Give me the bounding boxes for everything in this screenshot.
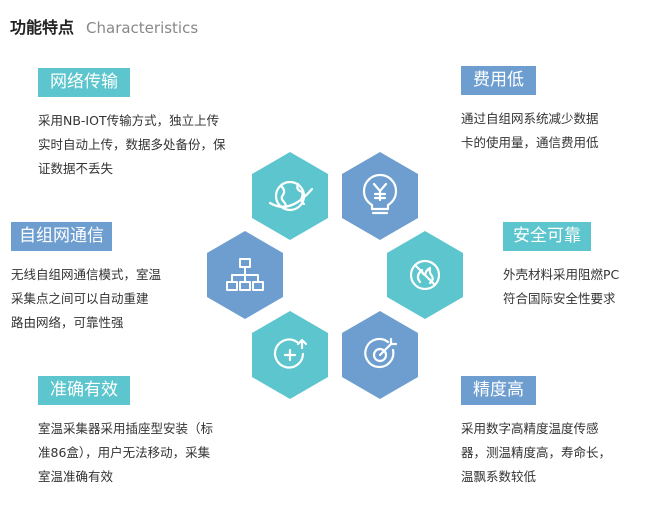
feature-description: 无线自组网通信模式，室温 采集点之间可以自动重建 路由网络，可靠性强	[11, 267, 162, 330]
feature-safety: 安全可靠 外壳材料采用阻燃PC 符合国际安全性要求	[503, 222, 653, 311]
feature-description: 通过自组网系统减少数据 卡的使用量，通信费用低	[461, 111, 599, 150]
feature-description: 采用NB-IOT传输方式，独立上传 实时自动上传，数据多处备份，保 证数据不丢失	[38, 113, 226, 176]
no-fire-icon	[409, 259, 441, 291]
yuan-bulb-icon	[362, 173, 398, 215]
add-check-icon	[273, 338, 308, 369]
page-header: 功能特点 Characteristics	[10, 14, 198, 38]
feature-title: 准确有效	[38, 376, 130, 405]
network-icon	[226, 258, 264, 291]
hex-accuracy	[252, 311, 328, 399]
target-icon	[364, 337, 398, 369]
feature-accuracy: 准确有效 室温采集器采用插座型安装（标 准86盒），用户无法移动，采集 室温准确…	[38, 376, 248, 489]
feature-high-precision: 精度高 采用数字高精度温度传感 器，测温精度高，寿命长， 温飘系数较低	[461, 376, 651, 489]
hex-high-precision	[342, 311, 418, 399]
feature-title: 精度高	[461, 376, 536, 405]
globe-icon	[268, 180, 314, 212]
feature-network-transmission: 网络传输 采用NB-IOT传输方式，独立上传 实时自动上传，数据多处备份，保 证…	[38, 68, 248, 181]
hex-self-networking	[207, 231, 283, 319]
feature-self-networking: 自组网通信 无线自组网通信模式，室温 采集点之间可以自动重建 路由网络，可靠性强	[11, 222, 201, 335]
hex-network-transmission	[252, 152, 328, 240]
feature-description: 室温采集器采用插座型安装（标 准86盒），用户无法移动，采集 室温准确有效	[38, 421, 214, 484]
page-title: 功能特点	[10, 18, 75, 37]
feature-title: 自组网通信	[11, 222, 112, 251]
hex-safety	[387, 231, 463, 319]
feature-title: 网络传输	[38, 68, 130, 97]
feature-description: 采用数字高精度温度传感 器，测温精度高，寿命长， 温飘系数较低	[461, 421, 612, 484]
feature-description: 外壳材料采用阻燃PC 符合国际安全性要求	[503, 267, 620, 306]
feature-title: 安全可靠	[503, 222, 591, 251]
hex-low-cost	[342, 152, 418, 240]
feature-low-cost: 费用低 通过自组网系统减少数据 卡的使用量，通信费用低	[461, 66, 651, 155]
page-subtitle: Characteristics	[86, 19, 199, 37]
feature-title: 费用低	[461, 66, 536, 95]
